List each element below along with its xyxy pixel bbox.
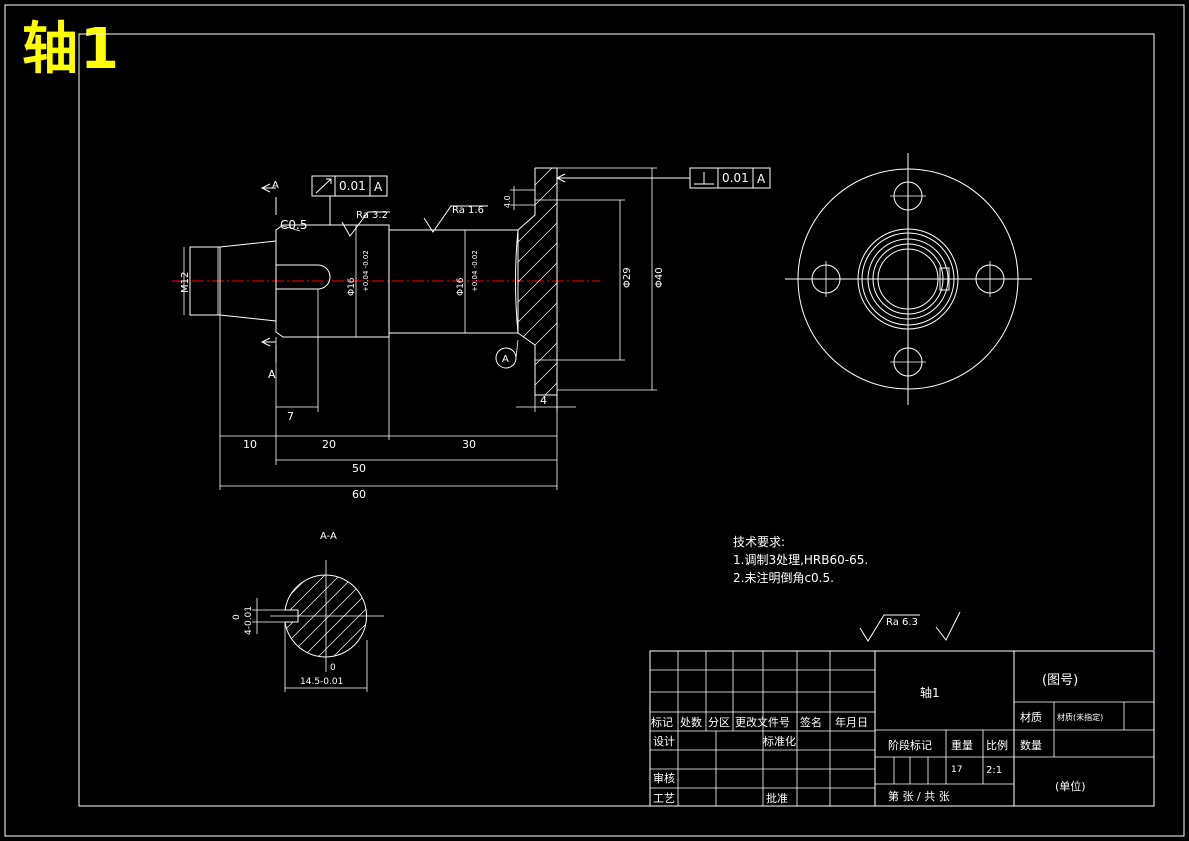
rev-header-sign: 签名 [800,715,822,729]
note-2: 2.未注明倒角c0.5. [733,570,834,585]
section-depth-tol: 4-0.01 [244,606,254,635]
standardize-label: 标准化 [763,734,796,748]
dia-right-tol: +0.04 -0.02 [471,250,479,292]
part-name: 轴1 [920,685,940,700]
design-label: 设计 [653,735,675,748]
scale-label: 比例 [986,738,1008,752]
rev-header-date: 年月日 [835,715,868,729]
dim-20: 20 [322,438,336,451]
small-dim: 4.0 [503,195,512,208]
sheet-label: 第 张 / 共 张 [888,789,950,803]
runout-tolerance: 0.01 [339,179,366,193]
section-mark-top: A [272,180,279,191]
scale-value: 2:1 [986,765,1002,776]
keyway-dim: 7 [287,410,294,423]
section-depth-zero: 0 [232,614,242,620]
technical-notes: 技术要求: 1.调制3处理,HRB60-65. 2.未注明倒角c0.5. [733,535,868,585]
thread-dim: M12 [180,272,191,293]
section-label: A-A [320,531,337,542]
stage-label: 阶段标记 [888,738,932,752]
dim-50: 50 [352,462,366,475]
dia-left-fit: Φ16 [347,277,357,296]
dia-right-fit: Φ16 [456,277,466,296]
inner-frame [78,33,1155,807]
note-1: 1.调制3处理,HRB60-65. [733,553,868,567]
dim-60: 60 [352,488,366,501]
dim-10: 10 [243,438,257,451]
roughness-check-mark [935,611,961,641]
runout-frame [311,175,388,197]
dia-left-tol: +0.04 -0.02 [362,250,370,292]
section-view: A-A 0 4-0.01 0 14.5-0.01 [232,531,384,692]
dim-30: 30 [462,438,476,451]
outer-frame [4,4,1185,837]
perpendicularity-tolerance: 0.01 [722,171,749,185]
process-label: 工艺 [653,792,675,805]
section-mark-bottom: A [268,368,276,381]
weight-label: 重量 [951,738,973,752]
section-width: 14.5-0.01 [300,677,343,687]
material-label: 材质 [1020,710,1042,724]
rev-header-mark: 标记 [651,715,673,729]
rev-header-count: 处数 [680,716,702,729]
quantity-label: 数量 [1020,739,1042,752]
flange-thickness-dim: 4 [540,394,547,407]
review-label: 审核 [653,771,675,785]
end-view [785,153,1032,405]
rev-header-zone: 分区 [708,716,730,729]
flange-hatch [518,168,557,395]
datum-label: A [502,354,509,365]
roughness-left: Ra 3.2 [356,210,388,221]
flange-od-dim: Φ40 [654,267,665,288]
drawing-number: (图号) [1042,673,1078,688]
flange [517,167,558,396]
rev-header-doc: 更改文件号 [735,715,790,729]
material-value: 材质(未指定) [1057,712,1103,722]
approve-label: 批准 [766,791,788,805]
notes-heading: 技术要求: [733,535,785,549]
default-roughness: Ra 6.3 [886,617,918,628]
section-width-zero: 0 [330,663,336,673]
main-view: A A 0.01 A C0.5 Ra 3.2 Ra 1.6 0.01 A A M… [172,167,771,501]
chamfer-label: C0.5 [280,218,307,232]
title-block: 轴1 (图号) 材质 材质(未指定) 标记 处数 分区 更改文件号 签名 年月日… [649,650,1155,807]
weight-value: 17 [951,765,962,775]
unit-label: (单位) [1055,779,1086,793]
drawing-big-title: 轴1 [22,17,121,82]
flange-bore-dim: Φ29 [622,267,633,288]
perpendicularity-datum: A [757,172,766,186]
runout-datum: A [374,180,383,194]
keyway [276,264,331,290]
roughness-right: Ra 1.6 [452,205,484,216]
